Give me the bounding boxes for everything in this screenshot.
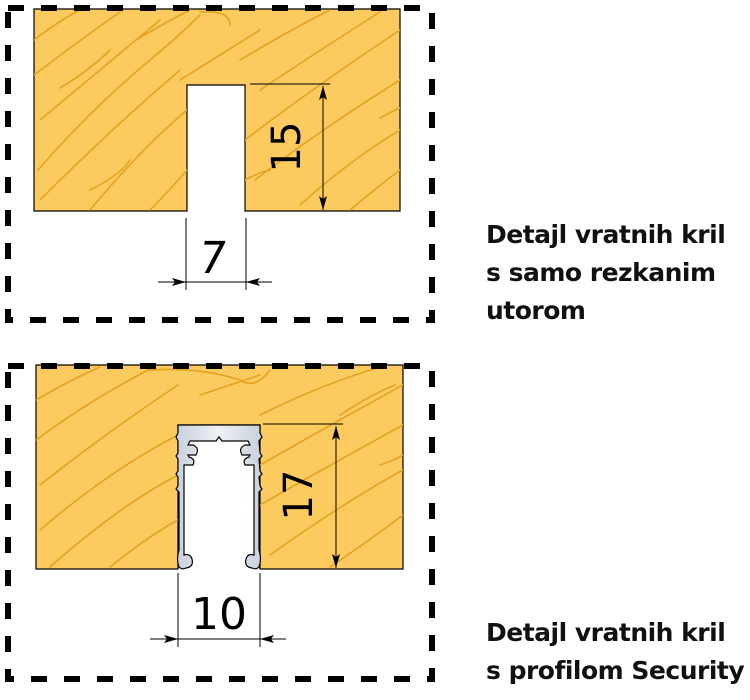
- caption-milled-groove: Detajl vratnih kril s samo rezkanim utor…: [486, 216, 726, 330]
- caption-line: utorom: [486, 296, 586, 325]
- width-dimension-label: 7: [195, 233, 230, 284]
- wood-grain: [34, 9, 400, 211]
- wood-block: [35, 364, 404, 570]
- depth-dimension-label: 15: [264, 122, 310, 173]
- caption-line: s profilom Security: [486, 656, 745, 685]
- caption-security-profile: Detajl vratnih kril s profilom Security: [486, 614, 745, 690]
- width-dimension-label: 10: [191, 589, 247, 640]
- security-profile-shape: [175, 424, 263, 570]
- caption-line: Detajl vratnih kril: [486, 220, 726, 249]
- groove-detail-diagram: 15 7: [0, 0, 440, 330]
- security-profile-drawing: 17 10: [5, 363, 435, 682]
- depth-dimension-label: 17: [276, 470, 322, 521]
- wood-block: [33, 8, 401, 212]
- groove-detail-drawing: 15 7: [5, 5, 435, 323]
- dashed-frame: [5, 5, 435, 323]
- wood-grain: [36, 366, 403, 568]
- caption-line: s samo rezkanim: [486, 258, 716, 287]
- caption-line: Detajl vratnih kril: [486, 618, 726, 647]
- security-profile-diagram: 17 10: [0, 355, 440, 696]
- dashed-frame: [5, 363, 435, 682]
